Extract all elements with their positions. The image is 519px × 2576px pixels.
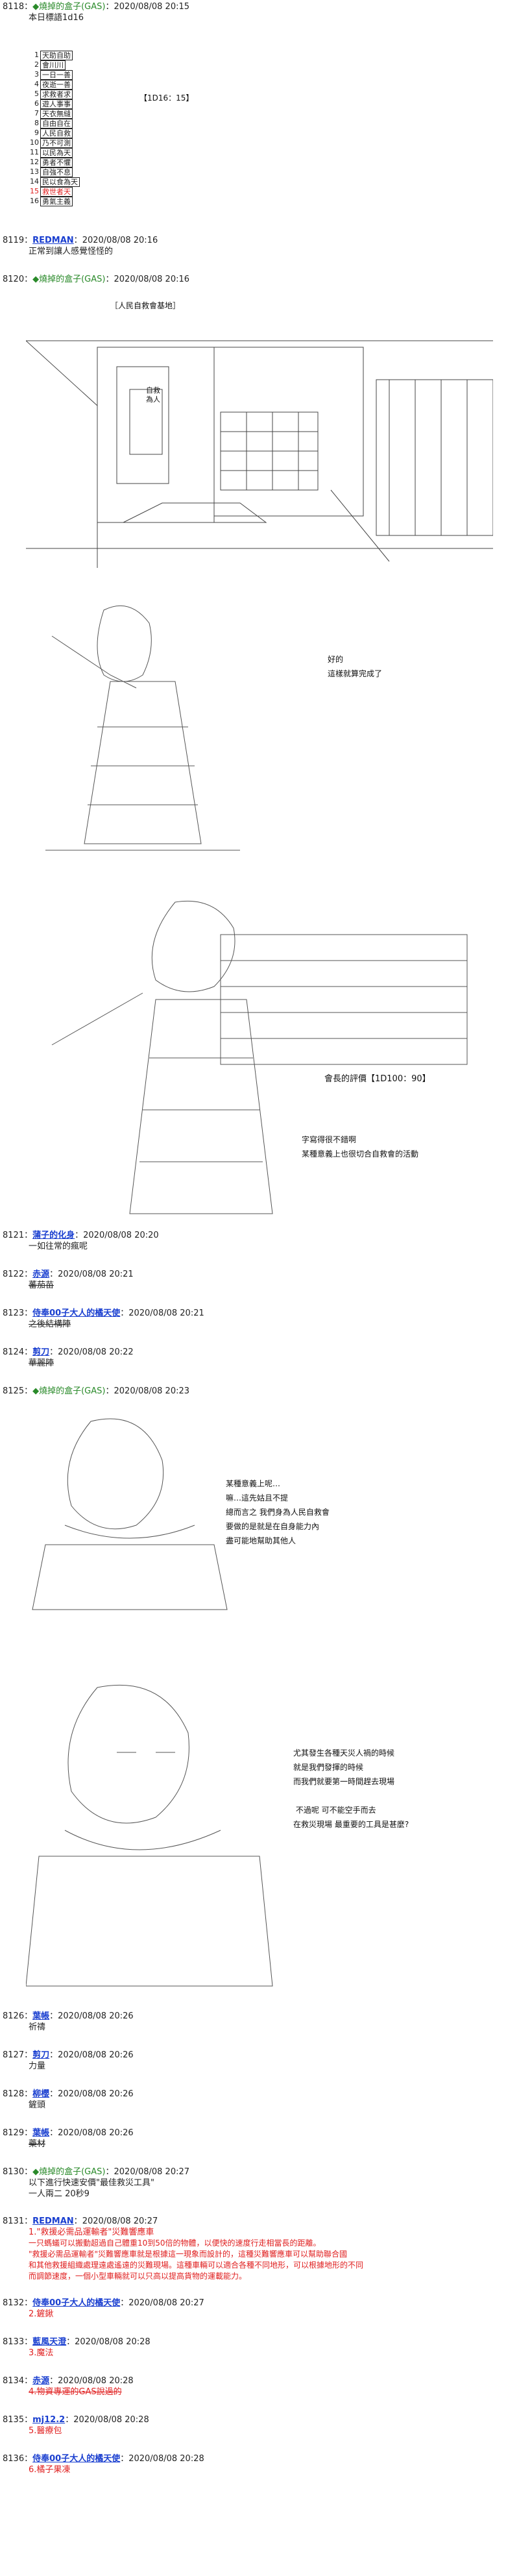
post-8121: 8121：蒲子的化身：2020/08/08 20:20 一如往常的瘋呢 [3, 1230, 515, 1252]
poster-name[interactable]: 赤源 [32, 2376, 50, 2386]
room-illustration [26, 340, 493, 568]
poster-name[interactable]: 蒲子的化身 [32, 1231, 75, 1240]
post-text: 一人兩二 20秒9 [29, 2189, 90, 2199]
room-sign: 自救為人 [146, 386, 160, 404]
poster-name[interactable]: ◆燒掉的盒子(GAS) [32, 2, 106, 12]
scene-title: ［人民自救會基地］ [110, 301, 181, 310]
post-text: 一如往常的瘋呢 [29, 1242, 88, 1251]
poster-name[interactable]: ◆燒掉的盒子(GAS) [32, 275, 106, 284]
poster-name[interactable]: REDMAN [32, 2216, 74, 2226]
character-art-3 [32, 1418, 228, 1610]
poster-name[interactable]: 侍奉00子大人的橘天使 [32, 2298, 121, 2308]
post-text: 本日標語1d16 [29, 13, 84, 23]
post-8131: 8131：REDMAN：2020/08/08 20:27 1."救援必需品運輸者… [3, 2216, 364, 2281]
poster-name[interactable]: mj12.2 [32, 2415, 66, 2425]
post-8134: 8134：赤源：2020/08/08 20:28 4.物資專運的GAS說過的 [3, 2376, 134, 2397]
post-8125: 8125：◆燒掉的盒子(GAS)：2020/08/08 20:23 [3, 1386, 190, 1396]
speech-bubble-3: 某種意義上呢… 嘛…這先姑且不提 總而言之 我們身為人民自救會 要做的是就是在自… [226, 1479, 330, 1545]
poster-name[interactable]: 赤源 [32, 1270, 50, 1279]
post-text: 正常到讓人感覺怪怪的 [29, 247, 114, 256]
speech-bubble-1: 好的 這樣就算完成了 [328, 655, 383, 678]
post-text: 華麗陣 [29, 1358, 54, 1368]
post-text: 祈禱 [29, 2022, 46, 2032]
post-8129: 8129：葉帳：2020/08/08 20:26 藥材 [3, 2128, 515, 2150]
post-8122: 8122：赤源：2020/08/08 20:21 蕃茄苗 [3, 1269, 515, 1291]
poster-name[interactable]: REDMAN [32, 236, 74, 245]
speech-bubble-4: 尤其發生各種天災人禍的時候 就是我們發揮的時候 而我們就要第一時間趕去現場 不過… [293, 1748, 409, 1829]
post-8123: 8123：侍奉00子大人的橘天使：2020/08/08 20:21 之後結構陣 [3, 1308, 515, 1330]
post-text: 蕃茄苗 [29, 1281, 54, 1290]
character-art-4 [26, 1684, 273, 1987]
post-time: 2020/08/08 20:15 [114, 2, 190, 12]
poster-name[interactable]: 葉帳 [32, 2128, 50, 2138]
post-8119: 8119：REDMAN：2020/08/08 20:16 正常到讓人感覺怪怪的 [3, 235, 515, 257]
poster-name[interactable]: 侍奉00子大人的橘天使 [32, 1308, 121, 1318]
character-art-1 [45, 605, 240, 851]
poster-name[interactable]: 侍奉00子大人的橘天使 [32, 2454, 121, 2464]
post-8130: 8130：◆燒掉的盒子(GAS)：2020/08/08 20:27 以下進行快速… [3, 2166, 515, 2200]
post-8136: 8136：侍奉00子大人的橘天使：2020/08/08 20:28 6.橘子果凍 [3, 2454, 204, 2475]
poster-name[interactable]: 柳櫻 [32, 2089, 50, 2099]
poster-name[interactable]: 剪刀 [32, 1347, 50, 1357]
post-text: 藥材 [29, 2139, 46, 2149]
post-header: 8118：◆燒掉的盒子(GAS)：2020/08/08 20:15 [3, 2, 190, 12]
character-art-2 [51, 900, 468, 1214]
post-text: 之後結構陣 [29, 1319, 71, 1329]
post-text: 鏟頭 [29, 2100, 46, 2110]
president-rating: 會長的評價【1D100：90】 [324, 1074, 431, 1084]
post-8132: 8132：侍奉00子大人的橘天使：2020/08/08 20:27 2.鏟鍬 [3, 2298, 204, 2319]
post-8133: 8133：藍風天澄：2020/08/08 20:28 3.魔法 [3, 2337, 151, 2358]
speech-bubble-2: 字寫得很不錯啊 某種意義上也很切合自救會的活動 [302, 1135, 419, 1159]
poster-name[interactable]: 藍風天澄 [32, 2337, 67, 2347]
dice-result: 【1D16：15】 [139, 93, 194, 103]
post-8124: 8124：剪刀：2020/08/08 20:22 華麗陣 [3, 1347, 515, 1369]
post-8135: 8135：mj12.2：2020/08/08 20:28 5.醫療包 [3, 2415, 149, 2436]
post-8128: 8128：柳櫻：2020/08/08 20:26 鏟頭 [3, 2089, 515, 2111]
post-text: 力量 [29, 2061, 46, 2071]
post-8127: 8127：剪刀：2020/08/08 20:26 力量 [3, 2050, 515, 2072]
poster-name[interactable]: ◆燒掉的盒子(GAS) [32, 2167, 106, 2177]
post-8118: 8118：◆燒掉的盒子(GAS)：2020/08/08 20:15 本日標語1d… [3, 1, 515, 23]
post-8120: 8120：◆燒掉的盒子(GAS)：2020/08/08 20:16 [3, 275, 190, 284]
post-text: 以下進行快速安價"最佳救災工具" [29, 2178, 154, 2188]
poster-name[interactable]: ◆燒掉的盒子(GAS) [32, 1386, 106, 1396]
poster-name[interactable]: 剪刀 [32, 2050, 50, 2060]
post-8126: 8126：葉帳：2020/08/08 20:26 祈禱 [3, 2011, 515, 2033]
poster-name[interactable]: 葉帳 [32, 2011, 50, 2021]
